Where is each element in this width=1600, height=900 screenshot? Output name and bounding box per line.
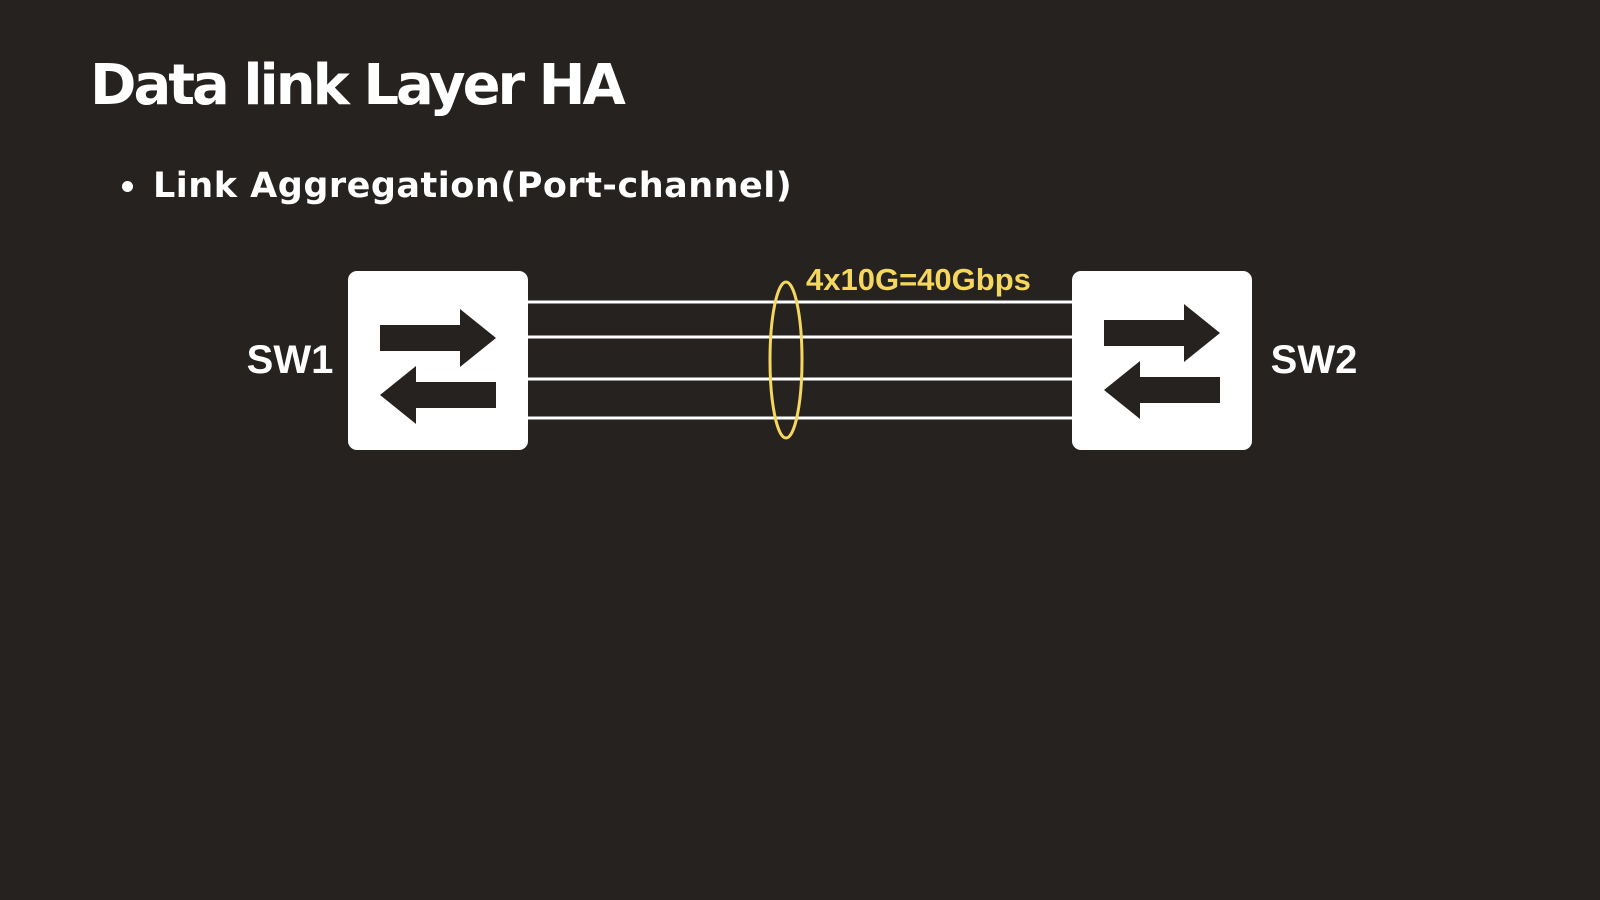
switch-label-sw2: SW2 [1271,338,1358,382]
link-bundle [520,300,1072,420]
bundle-label: 4x10G=40Gbps [806,262,1031,297]
bullet-dot-icon [122,180,133,192]
switch-arrows-icon [380,309,496,424]
bundle-ellipse [768,280,804,440]
page-title: Data link Layer HA [90,53,626,118]
switch-icon [1072,271,1252,450]
switch-icon [348,271,528,450]
bullet-text: Link Aggregation(Port-channel) [153,166,793,206]
switch-label-sw1: SW1 [247,338,334,382]
bullet-item: Link Aggregation(Port-channel) [122,162,792,210]
switch-sw2 [1072,271,1252,450]
switch-arrows-icon [1104,304,1220,419]
switch-sw1 [348,271,528,450]
